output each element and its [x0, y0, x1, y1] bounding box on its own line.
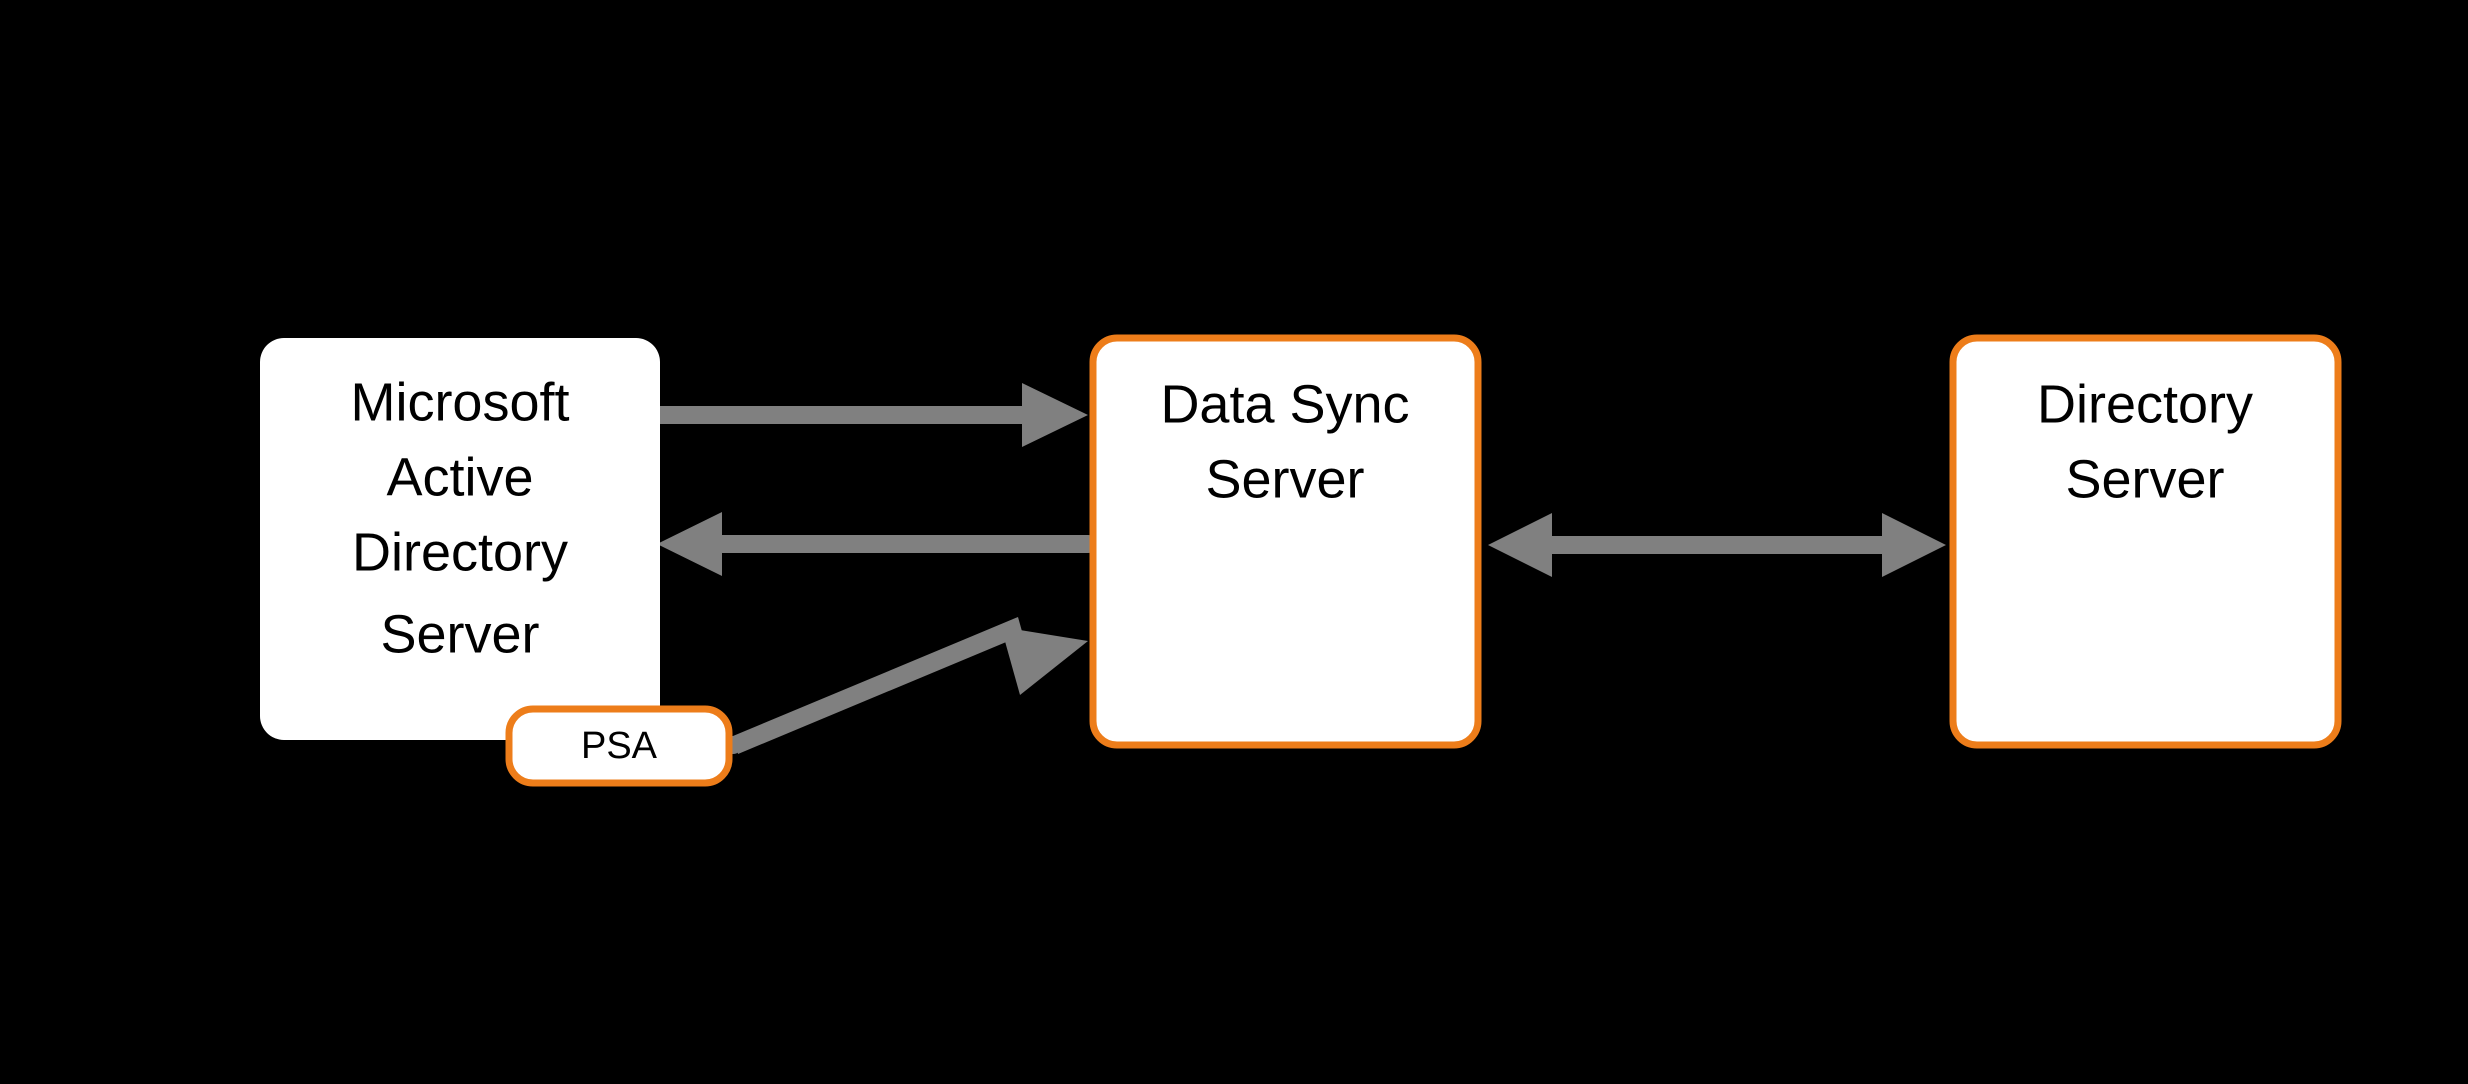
microsoft-active-directory-server-node[interactable]: Microsoft Active Directory Server: [260, 338, 660, 740]
arrowhead-right-icon: [1882, 513, 1946, 577]
node-body: [1949, 334, 2342, 749]
node-label-line-2: Server: [2065, 449, 2224, 509]
node-label-line-2: Active: [386, 447, 533, 507]
node-label-line-4: Server: [380, 604, 539, 664]
connector-shaft: [722, 535, 1088, 553]
node-label-line-1: Microsoft: [350, 372, 569, 432]
badge-body: [505, 705, 733, 787]
arrowhead-right-icon: [1022, 383, 1088, 447]
connector-shaft: [1552, 536, 1882, 554]
node-body: [1089, 334, 1482, 749]
node-label-line-3: Directory: [352, 522, 568, 582]
directory-server-node[interactable]: Directory Server: [1949, 334, 2342, 749]
connector-data-sync-to-ad[interactable]: [657, 512, 1097, 576]
arrowhead-diagonal-icon: [1001, 627, 1088, 695]
node-label-line-1: Data Sync: [1160, 374, 1409, 434]
arrowhead-left-icon: [657, 512, 722, 576]
arrowhead-left-icon: [1488, 513, 1552, 577]
badge-label: PSA: [581, 725, 658, 767]
connector-layer: [647, 383, 1946, 754]
data-sync-server-node[interactable]: Data Sync Server: [1089, 334, 1482, 749]
connector-shaft: [656, 406, 1030, 424]
connector-shaft: [733, 617, 1023, 754]
psa-badge[interactable]: PSA: [505, 705, 733, 787]
connector-ad-to-data-sync[interactable]: [647, 383, 1088, 447]
node-label-line-2: Server: [1205, 449, 1364, 509]
connector-psa-to-data-sync[interactable]: [724, 617, 1088, 754]
node-body: [260, 338, 660, 740]
node-label-line-1: Directory: [2037, 374, 2253, 434]
connector-data-sync-to-directory[interactable]: [1488, 513, 1946, 577]
